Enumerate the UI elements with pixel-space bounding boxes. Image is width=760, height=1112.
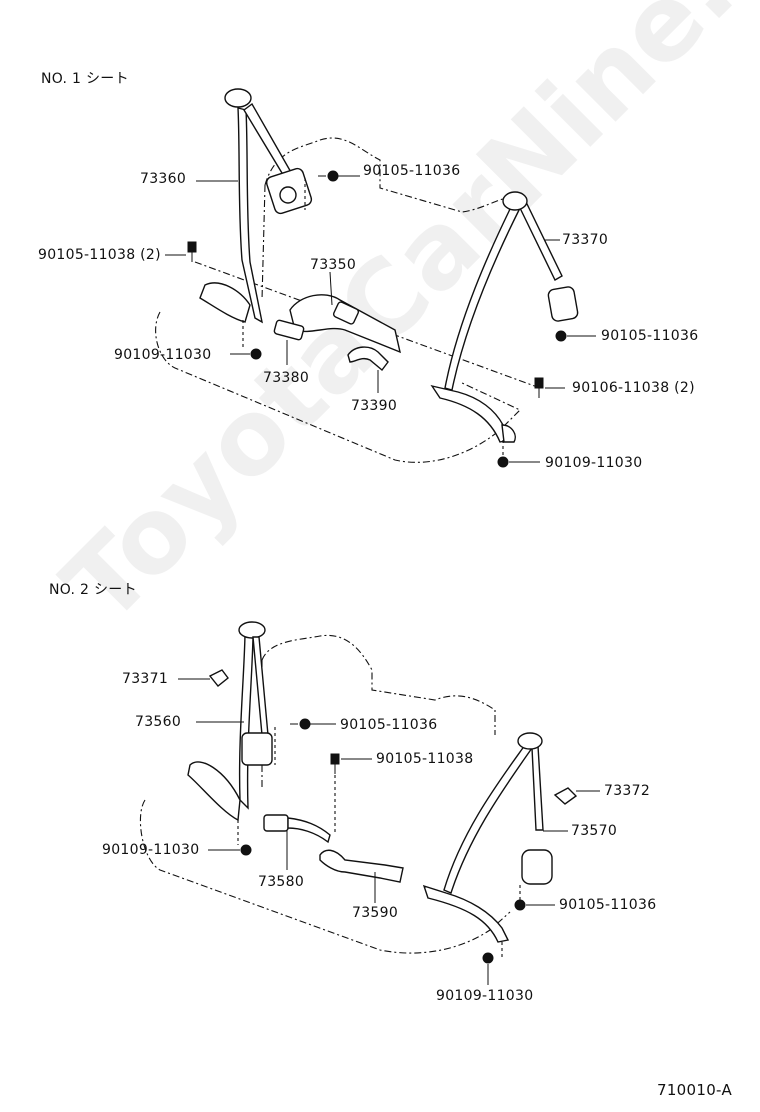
bolt-90109-11030-s1-right <box>497 456 516 468</box>
buckle-73580 <box>263 814 289 832</box>
label-90105-11036-s2-top: 90105-11036 <box>340 717 438 733</box>
belt-73560-anchor <box>238 621 266 639</box>
bolt-90105-11038-s2 <box>330 753 340 774</box>
belt-73570-anchor <box>517 732 543 750</box>
label-73350: 73350 <box>310 257 357 273</box>
cover-73371 <box>208 669 229 687</box>
seat-1-seatback-side <box>261 184 266 301</box>
bracket-73390 <box>347 346 389 372</box>
retractor-73560 <box>241 732 273 766</box>
label-90105-11038-s1: 90105-11038 (2) <box>38 247 161 263</box>
buckle-73350-head <box>332 301 360 325</box>
belt-73570-upper-strap <box>531 745 544 831</box>
seat-2-cushion-outline <box>139 799 511 954</box>
bolt-90105-11038-s1 <box>187 241 197 262</box>
belt-73360-webbing <box>237 107 263 324</box>
belt-73370-lower-anchor <box>501 424 516 443</box>
belt-73370-anchor <box>502 191 528 211</box>
buckle-73380 <box>273 319 305 341</box>
retractor-73360-hub <box>279 186 297 204</box>
label-73390: 73390 <box>351 398 398 414</box>
section-2-title: NO. 2 シート <box>49 582 137 598</box>
bolt-90109-11030-s1-left <box>243 348 262 360</box>
section-2-drawing <box>139 621 600 985</box>
buckle-73590 <box>319 849 404 883</box>
label-73560: 73560 <box>135 714 182 730</box>
seat-1-seatback-outline <box>264 137 509 213</box>
label-90105-11038-s2: 90105-11038 <box>376 751 474 767</box>
belt-73360-anchor <box>224 88 252 108</box>
label-73370: 73370 <box>562 232 609 248</box>
bolt-90105-11036-s1-top <box>318 170 339 182</box>
label-90109-11030-s2-bottom: 90109-11030 <box>436 988 534 1004</box>
seat-2-seatback-outline <box>261 634 496 735</box>
label-90109-11030-s1-right: 90109-11030 <box>545 455 643 471</box>
belt-73570-lower-strap <box>422 884 510 943</box>
label-90109-11030-s2-left: 90109-11030 <box>102 842 200 858</box>
bolt-90105-11036-s2-right <box>514 899 533 911</box>
label-90106-11038-s1: 90106-11038 (2) <box>572 380 695 396</box>
belt-73370-upper-strap <box>519 203 563 281</box>
bolt-90109-11030-s2-bottom <box>482 952 494 985</box>
label-90105-11036-s2-right: 90105-11036 <box>559 897 657 913</box>
retractor-73370 <box>547 286 579 322</box>
seat-1-cushion-outline <box>155 311 521 463</box>
label-90105-11036-s1-right: 90105-11036 <box>601 328 699 344</box>
label-73372: 73372 <box>604 783 651 799</box>
section-1-drawing <box>155 88 596 468</box>
belt-73560-upper-strap <box>252 636 269 736</box>
figure-code: 710010-A <box>657 1081 733 1099</box>
bolt-90105-11036-s2-top <box>290 718 311 730</box>
belt-73560-lower-loop <box>187 761 241 822</box>
belt-73360-lower-anchor <box>199 282 251 323</box>
label-90109-11030-s1-left: 90109-11030 <box>114 347 212 363</box>
belt-73560-webbing <box>238 634 254 810</box>
belt-73370-webbing <box>444 204 521 391</box>
label-73360: 73360 <box>140 171 187 187</box>
label-73590: 73590 <box>352 905 399 921</box>
label-73371: 73371 <box>122 671 169 687</box>
retractor-73570 <box>521 849 553 885</box>
belt-73570-webbing <box>443 744 534 894</box>
label-90105-11036-s1-top: 90105-11036 <box>363 163 461 179</box>
buckle-73350 <box>289 294 401 354</box>
cover-73372 <box>553 787 578 805</box>
label-73380: 73380 <box>263 370 310 386</box>
bolt-90109-11030-s2-left <box>233 844 252 856</box>
bolt-90106-11038-s1 <box>534 377 544 398</box>
label-73570: 73570 <box>571 823 618 839</box>
label-73580: 73580 <box>258 874 305 890</box>
belt-73360-upper-strap <box>243 102 293 179</box>
section-1-title: NO. 1 シート <box>41 71 129 87</box>
belt-73370-lower-strap <box>430 384 512 443</box>
buckle-73580-strap <box>287 817 331 844</box>
